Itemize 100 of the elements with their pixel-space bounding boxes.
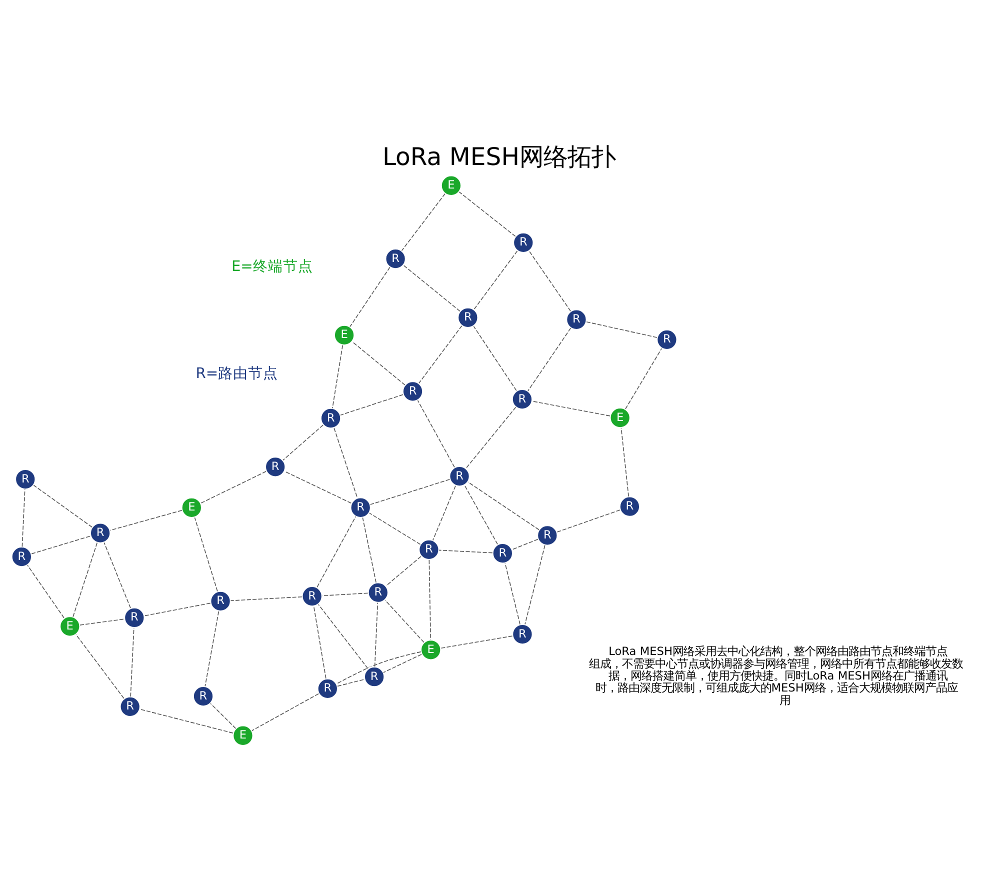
node-circle: R [456, 306, 479, 328]
connector [144, 602, 211, 616]
connector [528, 250, 571, 311]
connector [438, 549, 493, 553]
connector [464, 484, 498, 544]
connector [322, 592, 368, 596]
node-circle: E [232, 724, 254, 746]
node-circle: R [512, 231, 534, 254]
node-circle: E [440, 174, 462, 196]
node-circle: R [320, 406, 342, 429]
node-circle: R [656, 328, 678, 350]
connector [528, 327, 572, 391]
connector [337, 678, 365, 686]
label: LoRa MESH网络采用去中心化结构，整个网络由路由节点和终端节点组成，不需要中心节点或协调器参与网络管理，网络中所有节点都能够收发数据，网络搭建简单，使用方便快捷。同时LoRa MESH网络在广播通讯时，路由深度无限制，可组成庞大的MESH网络，适合大规模物联网产品应用 [588, 644, 963, 706]
connector [210, 702, 236, 728]
connector [504, 562, 520, 624]
connector [230, 596, 302, 601]
connector [362, 516, 376, 582]
connector [369, 512, 421, 544]
node-circle: R [192, 684, 214, 707]
node-circle: R [402, 380, 424, 402]
connector [428, 559, 432, 640]
node-circle: R [492, 542, 514, 564]
connector [33, 484, 92, 528]
connector [374, 602, 378, 666]
connector [512, 538, 538, 550]
connector [110, 509, 182, 530]
connector [383, 653, 422, 672]
legend-label: E=终端节点 [231, 258, 313, 275]
node-circle: E [333, 324, 356, 346]
connector [625, 348, 662, 409]
node-circle: R [618, 495, 641, 518]
node-circle: R [512, 622, 534, 645]
connector [458, 191, 516, 236]
connector [252, 692, 319, 731]
node-circle: E [609, 406, 632, 428]
node-circle: R [123, 606, 146, 628]
node-circle: R [316, 677, 339, 700]
connector [466, 406, 516, 468]
node-circle: R [511, 388, 534, 410]
connector [556, 509, 620, 532]
node-circle: R [89, 522, 112, 544]
connector [313, 605, 326, 678]
connector [340, 394, 404, 415]
connector [316, 516, 356, 588]
connector [401, 192, 446, 251]
connector [620, 427, 629, 496]
connector [432, 484, 456, 540]
connector [284, 470, 352, 504]
connector [352, 340, 406, 385]
connector [76, 634, 124, 698]
connector [318, 604, 368, 668]
connector [332, 344, 344, 408]
node-circle: R [10, 545, 33, 568]
connector [31, 535, 91, 554]
node-circle: R [301, 584, 324, 607]
connector [386, 555, 422, 586]
node-circle: E [58, 614, 81, 637]
connector [130, 627, 134, 696]
connector [532, 400, 610, 416]
connector [403, 264, 460, 312]
connector [282, 424, 324, 460]
connector [140, 708, 234, 733]
node-circle: R [566, 308, 588, 330]
connector [468, 481, 540, 530]
connector [72, 542, 98, 617]
connector [104, 542, 131, 608]
connector [200, 470, 266, 503]
connector [418, 324, 462, 384]
node-circle: R [384, 247, 406, 270]
connector [80, 618, 125, 625]
node-circle: R [14, 468, 36, 490]
connector [473, 325, 517, 390]
node-circle: R [264, 455, 286, 478]
connector [350, 266, 390, 327]
connector [22, 488, 26, 547]
connector [334, 427, 358, 498]
node-circle: R [418, 538, 440, 560]
diagram-title: LoRa MESH网络拓扑 [382, 141, 616, 170]
connector [27, 564, 64, 618]
node-circle: R [536, 524, 558, 546]
node-circle: E [420, 638, 442, 660]
connector [417, 400, 455, 468]
node-circle: R [363, 665, 386, 688]
connector [586, 320, 658, 338]
node-circle: R [119, 695, 142, 718]
node-circle: R [350, 496, 372, 518]
node-circle: R [448, 464, 470, 487]
connector [384, 599, 424, 642]
connector [204, 610, 220, 686]
connector [370, 478, 450, 504]
legend-label: R=路由节点 [196, 364, 278, 382]
connector [474, 250, 518, 310]
node-circle: R [210, 590, 232, 612]
connector [524, 544, 546, 624]
connector [194, 516, 218, 592]
connector [336, 650, 422, 684]
node-circle: E [180, 496, 203, 518]
connector [440, 635, 513, 648]
node-circle: R [367, 581, 390, 603]
